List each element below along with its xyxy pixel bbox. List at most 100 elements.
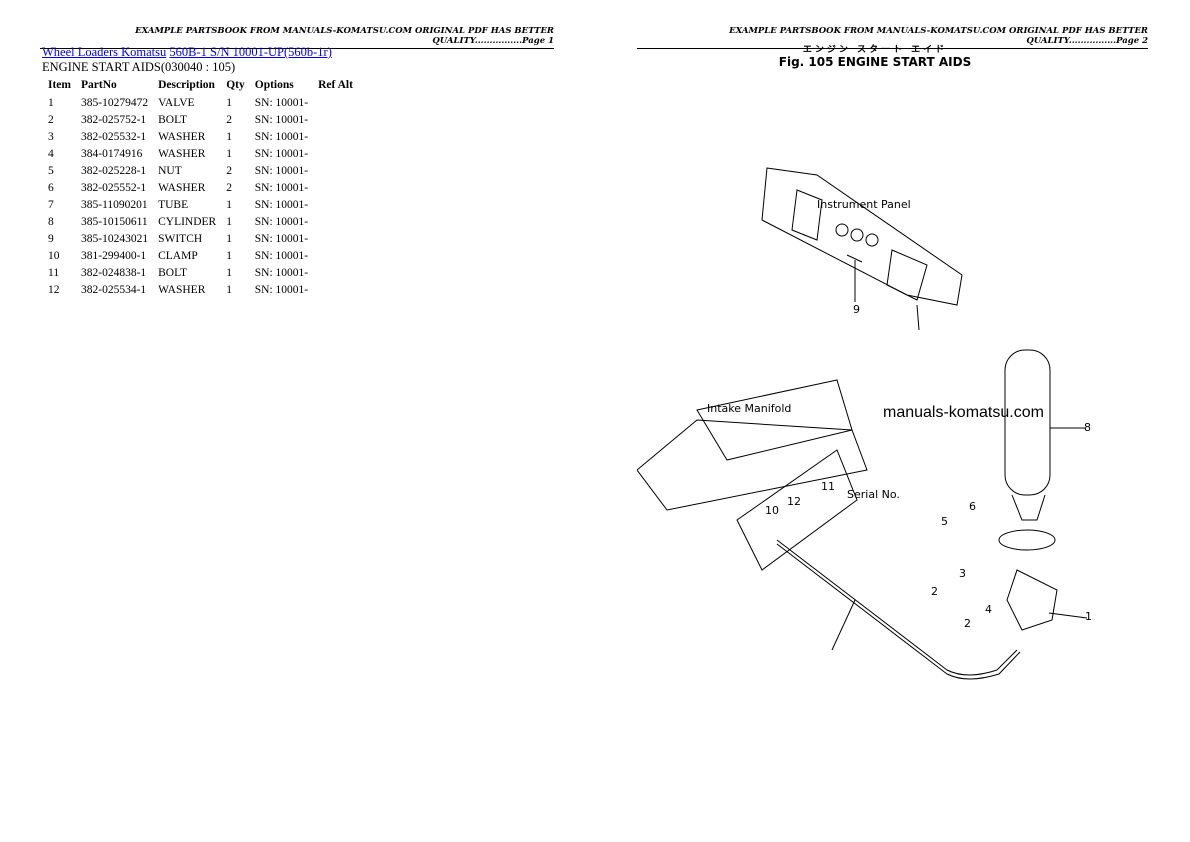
table-cell: SN: 10001-	[254, 215, 309, 228]
table-cell: NUT	[158, 164, 182, 177]
table-cell: 2	[226, 181, 232, 194]
table-row: 1 385-10279472 VALVE 1 SN: 10001-	[42, 94, 357, 111]
callout-2: 2	[964, 617, 971, 630]
label-intake-manifold: Intake Manifold	[707, 402, 791, 415]
table-cell: 7	[48, 198, 54, 211]
table-cell: 385-10279472	[81, 96, 149, 109]
table-cell: SWITCH	[158, 232, 203, 245]
figure-title: エンジン スタート エイド Fig. 105 ENGINE START AIDS	[760, 44, 990, 68]
table-cell: SN: 10001-	[254, 147, 309, 160]
table-cell: 1	[226, 232, 232, 245]
table-cell: 384-0174916	[81, 147, 143, 160]
table-cell: 12	[48, 283, 60, 296]
table-cell: 1	[226, 249, 232, 262]
figure-title-jp: エンジン スタート エイド	[802, 45, 948, 55]
breadcrumb: Wheel Loaders Komatsu 560B-1 S/N 10001-U…	[42, 45, 332, 60]
table-cell: SN: 10001-	[254, 113, 309, 126]
table-cell: 1	[48, 96, 54, 109]
table-cell: 1	[226, 266, 232, 279]
table-row: 4 384-0174916 WASHER 1 SN: 10001-	[42, 145, 357, 162]
table-cell: 4	[48, 147, 54, 160]
table-cell: WASHER	[158, 130, 206, 143]
table-cell: 5	[48, 164, 54, 177]
callout-12: 12	[787, 495, 801, 508]
table-cell: BOLT	[158, 266, 188, 279]
table-cell: VALVE	[158, 96, 195, 109]
callout-9: 9	[853, 303, 860, 316]
table-cell: 3	[48, 130, 54, 143]
callout-5: 5	[941, 515, 948, 528]
table-row: 6 382-025552-1 WASHER 2 SN: 10001-	[42, 179, 357, 196]
table-cell: 1	[226, 96, 232, 109]
column-header: Ref Alt	[318, 78, 353, 91]
table-cell: 382-025228-1	[81, 164, 147, 177]
callout-1: 1	[1085, 610, 1092, 623]
table-cell: CYLINDER	[158, 215, 217, 228]
table-cell: SN: 10001-	[254, 283, 309, 296]
table-row: 7 385-11090201 TUBE 1 SN: 10001-	[42, 196, 357, 213]
table-cell: SN: 10001-	[254, 181, 309, 194]
table-cell: CLAMP	[158, 249, 198, 262]
callout-10: 10	[765, 504, 779, 517]
table-cell: WASHER	[158, 147, 206, 160]
page-header-1: EXAMPLE PARTSBOOK FROM MANUALS-KOMATSU.C…	[40, 26, 554, 49]
table-row: 5 382-025228-1 NUT 2 SN: 10001-	[42, 162, 357, 179]
callout-8: 8	[1084, 421, 1091, 434]
table-cell: TUBE	[158, 198, 189, 211]
column-header: Item	[48, 78, 71, 91]
table-cell: SN: 10001-	[254, 130, 309, 143]
table-cell: 382-025552-1	[81, 181, 147, 194]
table-cell: WASHER	[158, 181, 206, 194]
table-cell: 385-10243021	[81, 232, 149, 245]
table-cell: 382-024838-1	[81, 266, 147, 279]
parts-diagram: Instrument Panel Intake Manifold Serial …	[637, 167, 1092, 680]
table-cell: SN: 10001-	[254, 198, 309, 211]
table-cell: 2	[226, 164, 232, 177]
table-cell: SN: 10001-	[254, 164, 309, 177]
table-cell: 385-11090201	[81, 198, 148, 211]
table-row: 10 381-299400-1 CLAMP 1 SN: 10001-	[42, 247, 357, 264]
table-cell: 6	[48, 181, 54, 194]
label-serial: Serial No.	[847, 488, 900, 501]
table-cell: 382-025534-1	[81, 283, 147, 296]
table-cell: 381-299400-1	[81, 249, 147, 262]
table-cell: 385-10150611	[81, 215, 148, 228]
table-cell: 2	[226, 113, 232, 126]
table-row: 12 382-025534-1 WASHER 1 SN: 10001-	[42, 281, 357, 298]
callout-6: 6	[969, 500, 976, 513]
table-row: 3 382-025532-1 WASHER 1 SN: 10001-	[42, 128, 357, 145]
table-cell: 1	[226, 198, 232, 211]
table-cell: WASHER	[158, 283, 206, 296]
table-cell: 382-025752-1	[81, 113, 147, 126]
table-cell: 10	[48, 249, 60, 262]
table-cell: 2	[48, 113, 54, 126]
table-cell: 1	[226, 147, 232, 160]
callout-3: 3	[959, 567, 966, 580]
table-cell: 8	[48, 215, 54, 228]
table-row: 9 385-10243021 SWITCH 1 SN: 10001-	[42, 230, 357, 247]
table-cell: 382-025532-1	[81, 130, 147, 143]
table-cell: SN: 10001-	[254, 96, 309, 109]
section-title: ENGINE START AIDS(030040 : 105)	[42, 60, 236, 74]
column-header: PartNo	[81, 78, 117, 91]
table-cell: 1	[226, 283, 232, 296]
table-cell: SN: 10001-	[254, 232, 309, 245]
page-header-2: EXAMPLE PARTSBOOK FROM MANUALS-KOMATSU.C…	[637, 26, 1148, 49]
callout-4: 4	[985, 603, 992, 616]
link-wheel-loaders[interactable]: Wheel Loaders Komatsu	[42, 45, 167, 59]
column-header: Options	[254, 78, 294, 91]
table-row: 2 382-025752-1 BOLT 2 SN: 10001-	[42, 111, 357, 128]
callout-2: 2	[931, 585, 938, 598]
table-cell: BOLT	[158, 113, 188, 126]
label-instrument-panel: Instrument Panel	[817, 198, 911, 211]
link-model[interactable]: 560B-1 S/N 10001-UP(560b-1r)	[169, 45, 332, 59]
table-cell: SN: 10001-	[254, 249, 309, 262]
table-cell: 1	[226, 215, 232, 228]
table-cell: 9	[48, 232, 54, 245]
callout-11: 11	[821, 480, 835, 493]
table-cell: 1	[226, 130, 232, 143]
table-cell: SN: 10001-	[254, 266, 309, 279]
column-header: Qty	[226, 78, 245, 91]
table-row: 8 385-10150611 CYLINDER 1 SN: 10001-	[42, 213, 357, 230]
